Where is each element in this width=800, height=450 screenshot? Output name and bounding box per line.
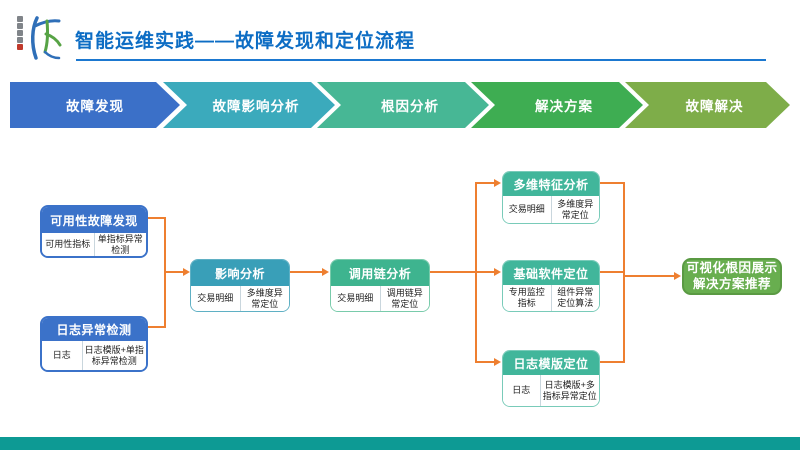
flow-box-cell: 组件异常定位算法 [550,285,600,311]
flow-box-title: 基础软件定位 [503,261,599,285]
flow-box-base-software-localization: 基础软件定位 专用监控指标 组件异常定位算法 [502,260,600,312]
stage-chevron-impact-analysis: 故障影响分析 [163,82,335,128]
connector [600,182,625,184]
arrowhead-icon [674,272,681,280]
flow-box-title: 调用链分析 [331,260,429,286]
stage-label: 根因分析 [381,99,439,114]
flow-box-cell: 多维度异常定位 [550,196,600,223]
connector [290,271,323,273]
flow-box-cell: 交易明细 [508,204,545,215]
connector [475,361,495,363]
flow-box-cell: 日志 [52,350,71,361]
result-box-root-cause-display: 可视化根因展示 解决方案推荐 [682,258,782,295]
connector [164,271,184,273]
flow-box-multidim-feature-analysis: 多维特征分析 交易明细 多维度异常定位 [502,171,600,224]
footer-bar [0,437,800,450]
flow-box-cell: 日志 [512,385,531,396]
connector [600,271,625,273]
stage-label: 故障解决 [685,99,744,114]
stage-chevron-fault-discovery: 故障发现 [10,82,180,128]
arrowhead-icon [494,358,501,366]
connector [148,217,166,219]
stage-label: 故障影响分析 [212,99,300,114]
brand-logo [15,12,63,64]
flow-box-impact-analysis: 影响分析 交易明细 多维度异常定位 [190,259,290,312]
stage-chevron-solution: 解决方案 [471,82,643,128]
connector [600,361,625,363]
flow-box-log-template-localization: 日志模版定位 日志 日志模版+多指标异常定位 [502,350,600,407]
flow-box-title: 多维特征分析 [503,172,599,196]
flow-box-title: 可用性故障发现 [42,207,146,233]
arrowhead-icon [494,179,501,187]
arrowhead-icon [494,268,501,276]
connector [430,271,477,273]
logo-glyph-icon [31,16,62,60]
title-underline [76,59,766,61]
flow-box-availability-fault-discovery: 可用性故障发现 可用性指标 单指标异常检测 [40,205,148,258]
stage-label: 故障发现 [66,99,124,114]
page-title: 智能运维实践——故障发现和定位流程 [75,31,416,52]
flow-box-title: 日志异常检测 [42,318,146,341]
flow-box-cell: 交易明细 [337,293,374,304]
stage-chevron-fault-resolved: 故障解决 [625,82,790,128]
flow-box-cell: 可用性指标 [45,239,91,250]
flow-box-cell: 调用链异常定位 [379,286,430,311]
flow-box-log-anomaly-detection: 日志异常检测 日志 日志模版+单指标异常检测 [40,316,148,372]
result-line: 解决方案推荐 [692,276,771,291]
stage-label: 解决方案 [535,99,593,114]
stage-chevron-root-cause: 根因分析 [317,82,489,128]
connector [148,326,166,328]
flow-box-call-chain-analysis: 调用链分析 交易明细 调用链异常定位 [330,259,430,312]
flow-box-cell: 单指标异常检测 [93,233,147,256]
connector [475,271,495,273]
flow-box-cell: 专用监控指标 [508,287,545,308]
connector [623,182,625,363]
flow-box-cell: 日志模版+多指标异常定位 [539,375,599,406]
result-line: 可视化根因展示 [686,260,778,275]
flow-box-cell: 日志模版+单指标异常检测 [81,341,146,370]
flow-box-title: 影响分析 [191,260,289,286]
flow-box-cell: 多维度异常定位 [239,286,290,311]
flow-box-cell: 交易明细 [197,293,234,304]
logo-calligraphy-seal [16,16,24,50]
flow-box-title: 日志模版定位 [503,351,599,375]
connector [475,182,495,184]
connector [623,275,675,277]
arrowhead-icon [322,268,329,276]
arrowhead-icon [183,268,190,276]
